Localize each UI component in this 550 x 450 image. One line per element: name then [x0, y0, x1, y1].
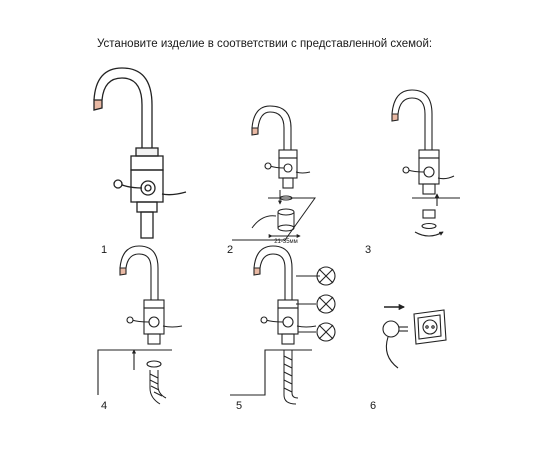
faucet-icon-step3 — [391, 89, 460, 237]
wrench-crossed-icon — [296, 266, 336, 342]
step-number-3: 3 — [365, 244, 372, 256]
step-number-6: 6 — [370, 400, 377, 412]
plug-icon — [382, 320, 408, 369]
step-number-1: 1 — [101, 244, 108, 256]
countertop-step2 — [232, 190, 316, 241]
step-number-2: 2 — [227, 244, 234, 256]
hose-icon-step5 — [283, 350, 299, 405]
faucet-icon-step5 — [230, 245, 317, 396]
faucet-icon-step2 — [251, 105, 311, 189]
instruction-heading: Установите изделие в соответствии с пред… — [97, 38, 433, 50]
step-number-4: 4 — [101, 400, 108, 412]
dimension-label: 21-35мм — [274, 239, 298, 245]
faucet-icon-step1 — [93, 67, 187, 239]
hose-icon-step4 — [149, 370, 167, 405]
step-number-5: 5 — [236, 400, 243, 412]
faucet-icon-step4 — [97, 245, 183, 395]
socket-icon — [413, 309, 447, 345]
